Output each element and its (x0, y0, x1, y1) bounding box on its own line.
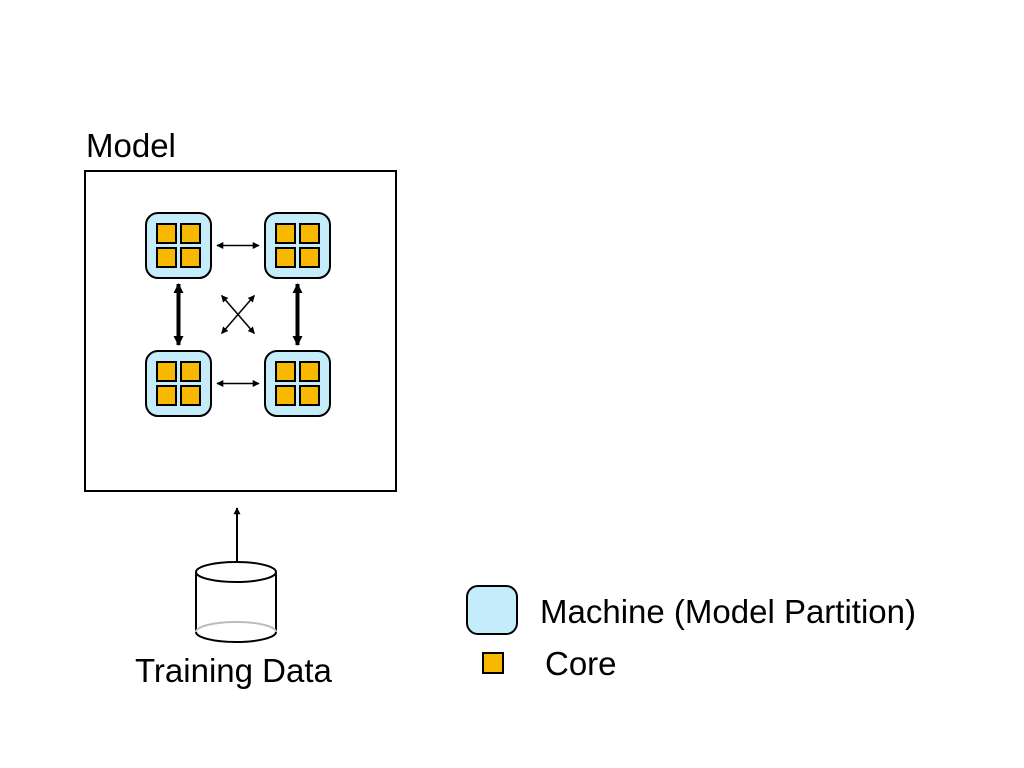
legend-machine-label: Machine (Model Partition) (540, 593, 916, 630)
legend-core-label: Core (545, 645, 617, 682)
legend-machine-icon (466, 585, 518, 635)
core (180, 385, 201, 406)
core (180, 361, 201, 382)
machine-box (264, 212, 331, 279)
machine-box (264, 350, 331, 417)
core (156, 223, 177, 244)
link-top-right-to-bottom-left (221, 294, 255, 335)
core (275, 223, 296, 244)
machine-box (145, 212, 212, 279)
machine-bottom-left (145, 350, 212, 417)
core (299, 223, 320, 244)
machine-top-left (145, 212, 212, 279)
model-box (84, 170, 397, 492)
core (275, 385, 296, 406)
core (156, 361, 177, 382)
core (299, 361, 320, 382)
core (156, 385, 177, 406)
model-title: Model (86, 127, 176, 164)
training-data-label: Training Data (135, 652, 332, 689)
core (299, 247, 320, 268)
legend-core-icon (482, 652, 504, 674)
machine-top-right (264, 212, 331, 279)
core (180, 223, 201, 244)
core (180, 247, 201, 268)
core (275, 247, 296, 268)
machine-box (145, 350, 212, 417)
link-layer (173, 242, 303, 387)
core (156, 247, 177, 268)
core (299, 385, 320, 406)
training-data-cylinder-icon (195, 561, 277, 643)
machine-bottom-right (264, 350, 331, 417)
core (275, 361, 296, 382)
machine-layer (145, 212, 331, 417)
